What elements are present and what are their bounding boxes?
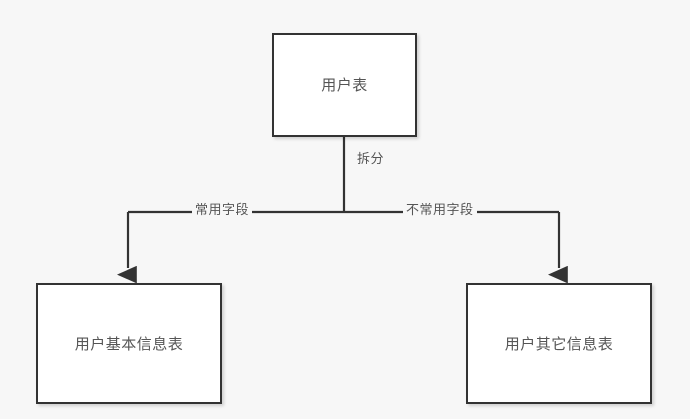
node-label-user-table: 用户表 [321,76,368,94]
edge-label-split: 拆分 [354,152,388,168]
node-user-other-info-table[interactable]: 用户其它信息表 [466,283,652,404]
node-user-basic-info-table[interactable]: 用户基本信息表 [36,283,222,404]
node-user-table[interactable]: 用户表 [272,33,417,137]
node-label-user-basic-info-table: 用户基本信息表 [74,334,184,353]
edge-label-uncommon-fields: 不常用字段 [403,203,477,219]
node-label-user-other-info-table: 用户其它信息表 [504,334,614,353]
edge-label-common-fields: 常用字段 [192,203,253,219]
